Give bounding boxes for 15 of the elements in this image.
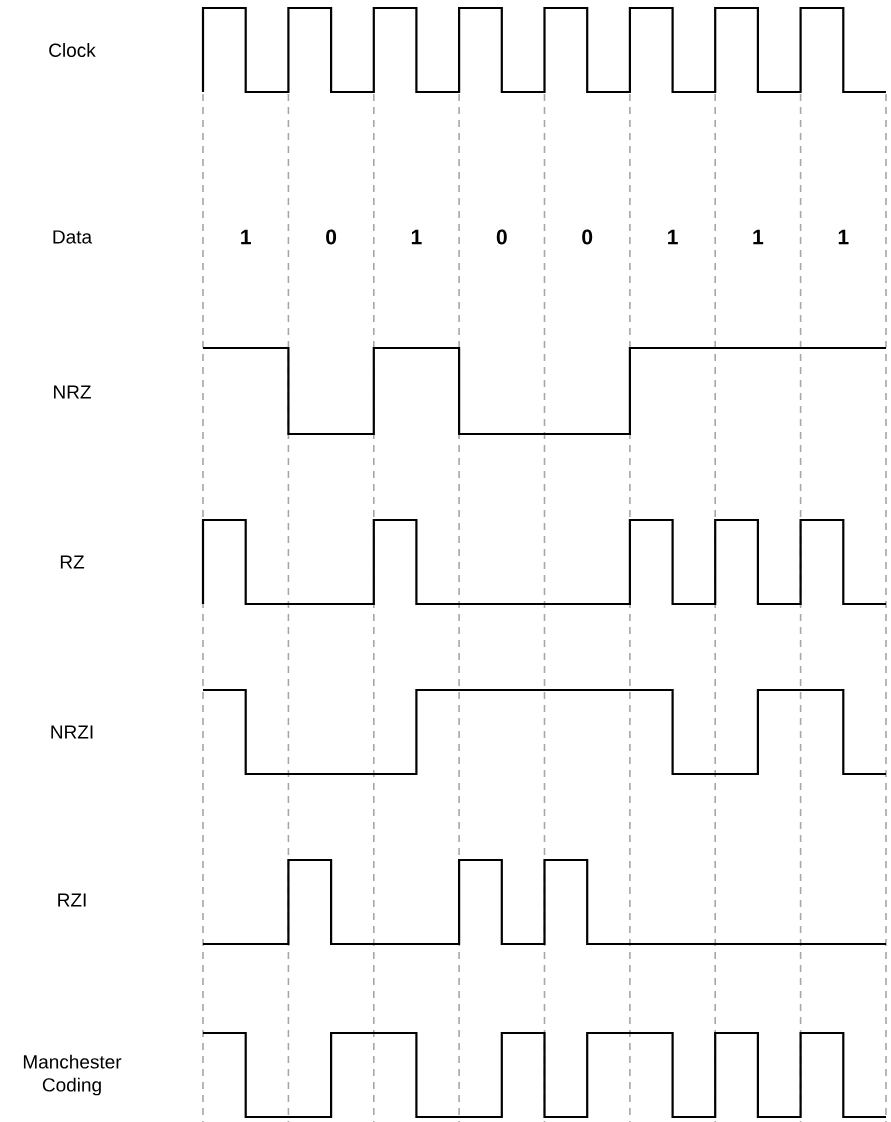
signal-name: RZ	[60, 555, 85, 569]
signal-name: Data	[53, 230, 93, 244]
bit-value: 0	[582, 229, 593, 245]
signal-name: Clock	[49, 43, 96, 57]
signal-name: RZI	[58, 893, 86, 907]
signal-name: NRZ	[54, 385, 91, 399]
signal-name: Manchester Coding	[23, 1054, 122, 1096]
bit-value: 0	[326, 229, 337, 245]
bit-value: 1	[838, 229, 849, 245]
bit-value: 0	[496, 229, 507, 245]
bit-value: 1	[668, 229, 678, 245]
signal-name: NRZI	[51, 725, 93, 739]
bit-value: 1	[411, 229, 422, 245]
bit-value: 1	[753, 229, 764, 245]
bit-value: 1	[241, 229, 251, 245]
